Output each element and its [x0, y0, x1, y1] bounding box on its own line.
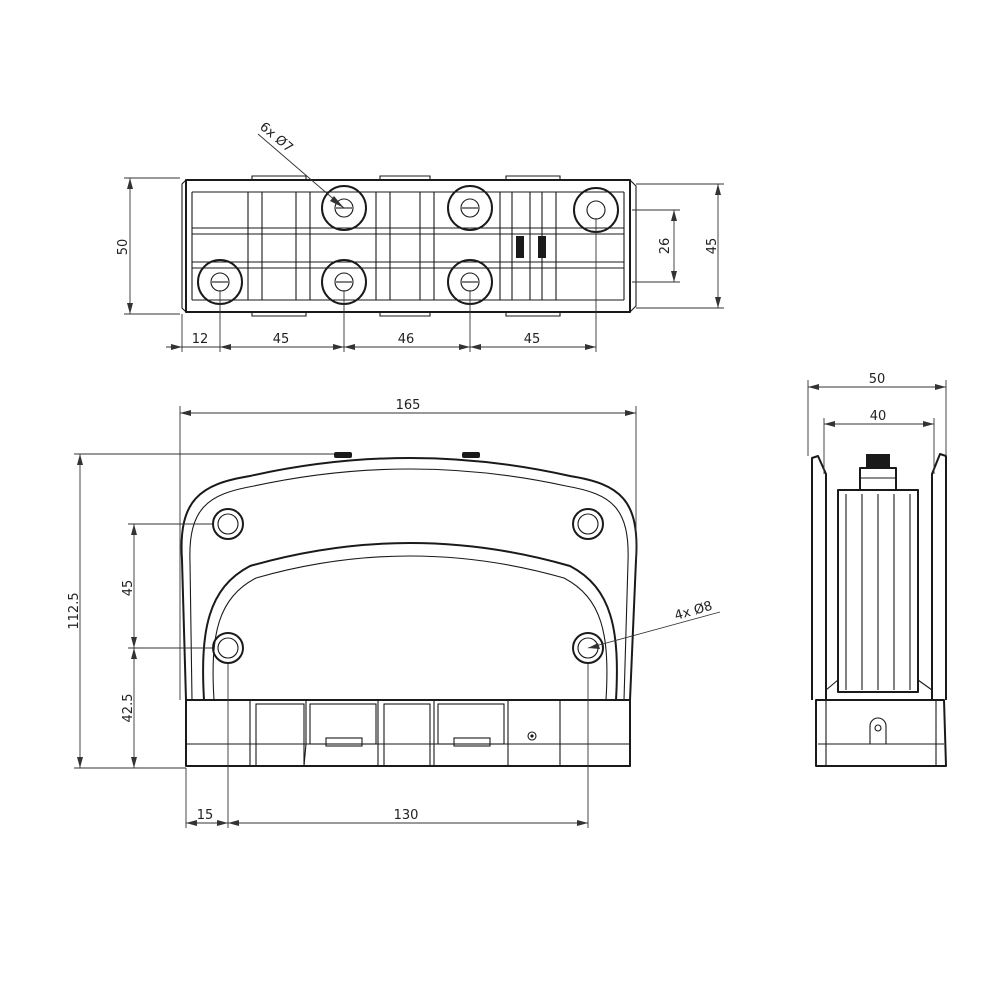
dim-top-height-label: 50 [116, 239, 131, 256]
side-nut [859, 454, 897, 491]
top-view: 50 45 26 [116, 120, 724, 352]
bottom-tabs [251, 312, 561, 317]
leader-top-holes [257, 133, 345, 209]
front-base [185, 699, 631, 767]
top-hole-4 [460, 198, 480, 218]
front-hole-1-inner [217, 513, 239, 535]
dim-front-height [74, 453, 334, 769]
front-inner-arch [202, 542, 618, 701]
front-view: 165 112.5 45 42.5 [67, 398, 721, 828]
top-hole-boss-2 [321, 185, 367, 231]
dim-top-bottom-2: 45 [273, 332, 290, 347]
leader-front-holes [587, 611, 721, 649]
dim-side-outer [807, 380, 947, 456]
dim-top-right-outer [636, 183, 724, 309]
front-arch-inner-1 [189, 468, 629, 701]
note-front-holes: 4x Ø8 [673, 599, 714, 624]
front-hole-2-inner [577, 513, 599, 535]
front-inner-arch-2 [212, 555, 608, 701]
top-holes [197, 185, 619, 305]
front-knob-left [334, 452, 352, 458]
top-view-end-right [629, 179, 637, 313]
dim-top-bottom-4: 45 [524, 332, 541, 347]
side-body-lines [825, 494, 933, 691]
front-screw-center [530, 734, 534, 738]
dim-top-height [124, 177, 180, 315]
top-view-end-left [181, 179, 187, 313]
side-base [815, 699, 947, 767]
top-view-outline [185, 179, 631, 313]
dim-top-bottom-1: 12 [192, 332, 209, 347]
front-screw [527, 731, 537, 741]
top-hole-6 [586, 200, 606, 220]
top-hole-boss-4 [447, 185, 493, 231]
dim-top-bottom-chain [166, 218, 597, 352]
front-hole-3 [212, 632, 244, 664]
side-view: 50 40 [807, 372, 947, 767]
dim-front-width-label: 165 [396, 398, 421, 413]
front-holes [212, 508, 604, 664]
dim-front-hole-edge-label: 15 [197, 808, 214, 823]
dim-front-bottom-chain [185, 664, 589, 828]
dim-top-right-inner-label: 26 [658, 238, 673, 255]
dim-side-inner [823, 418, 935, 474]
dim-side-outer-label: 50 [869, 372, 886, 387]
side-left-wall [811, 455, 827, 700]
dim-front-hole-bottom [131, 648, 137, 768]
dim-front-hole-spacing-v [128, 523, 212, 649]
dim-front-hole-bottom-label: 42.5 [121, 694, 136, 723]
top-window-1 [516, 236, 524, 258]
dim-front-width [179, 406, 637, 700]
dim-side-inner-label: 40 [870, 409, 887, 424]
top-window-2 [538, 236, 546, 258]
top-tabs [251, 175, 561, 180]
side-right-wall [931, 453, 947, 700]
front-base-segments [249, 700, 561, 767]
dim-top-right-inner [632, 209, 680, 283]
dim-front-hole-spacing-h-label: 130 [394, 808, 419, 823]
front-hole-1 [212, 508, 244, 540]
top-hole-2 [334, 198, 354, 218]
top-ribs [247, 192, 557, 300]
dim-top-right-outer-label: 45 [705, 238, 720, 255]
front-hole-4 [572, 632, 604, 664]
side-slot-hole [874, 724, 882, 732]
front-hole-3-inner [217, 637, 239, 659]
side-slot [869, 717, 887, 745]
dim-front-height-label: 112.5 [67, 592, 82, 629]
dim-front-hole-spacing-v-label: 45 [121, 580, 136, 597]
front-knob-right [462, 452, 480, 458]
dim-top-bottom-3: 46 [398, 332, 415, 347]
front-outer-arch [180, 457, 638, 701]
front-hole-2 [572, 508, 604, 540]
